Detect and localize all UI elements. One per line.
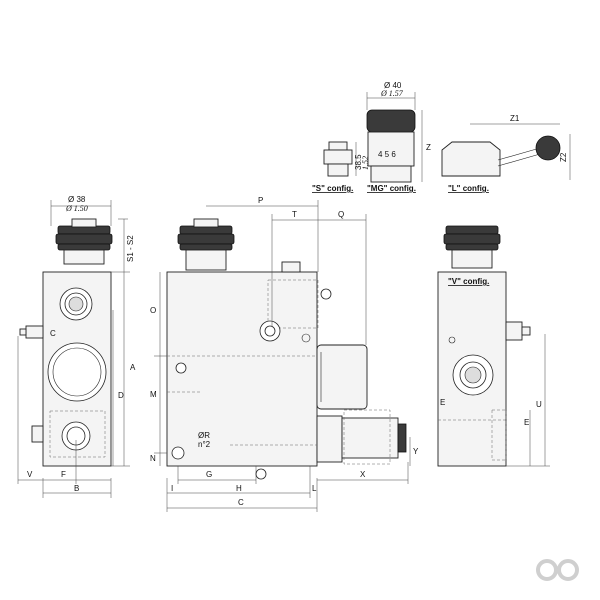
label-a: A [130, 363, 136, 372]
right-side-view [437, 225, 550, 467]
label-scale: 4 5 6 [378, 150, 396, 159]
label-i: I [171, 484, 173, 493]
config-l-part [441, 123, 571, 180]
label-config-s: "S" config. [312, 184, 353, 193]
label-g: G [206, 470, 212, 479]
config-mg-part [366, 92, 423, 183]
label-e-mark: E [440, 398, 445, 407]
label-c-left: C [50, 329, 56, 338]
label-phi40: Ø 40 [384, 81, 402, 90]
label-s1s2: S1 - S2 [126, 235, 135, 262]
label-z1: Z1 [510, 114, 520, 123]
label-or: ØR [198, 431, 210, 440]
label-q: Q [338, 210, 344, 219]
label-m: M [150, 390, 157, 399]
label-z2: Z2 [559, 152, 568, 162]
label-phi38: Ø 38 [68, 195, 86, 204]
label-b: B [74, 484, 79, 493]
label-d: D [118, 391, 124, 400]
label-x: X [360, 470, 366, 479]
label-n: N [150, 454, 156, 463]
label-o: O [150, 306, 156, 315]
label-t: T [292, 210, 297, 219]
label-385: 38.5 [354, 154, 363, 170]
label-u: U [536, 400, 542, 409]
label-config-mg: "MG" config. [367, 184, 416, 193]
label-l: L [312, 484, 317, 493]
label-z: Z [426, 143, 431, 152]
left-side-view [17, 200, 130, 498]
label-config-v: "V" config. [448, 277, 489, 286]
label-152: 1.52 [361, 156, 370, 170]
label-e-right: E [524, 418, 529, 427]
label-phi157: Ø 1.57 [380, 89, 404, 98]
label-f: F [61, 470, 66, 479]
marker-e-circle [175, 362, 187, 374]
marker-c-circle [320, 288, 332, 300]
dimension-labels: Ø 38 Ø 1.50 S1 - S2 A D C V F B P T Q C … [27, 81, 568, 507]
center-front-view [154, 200, 411, 512]
brand-logo [536, 559, 579, 581]
label-n2: n°2 [198, 440, 211, 449]
label-c-bottom: C [238, 498, 244, 507]
label-p: P [258, 196, 263, 205]
label-config-l: "L" config. [448, 184, 489, 193]
label-v: V [27, 470, 33, 479]
label-y: Y [413, 447, 419, 456]
label-h: H [236, 484, 242, 493]
label-phi150: Ø 1.50 [65, 204, 88, 213]
config-s-part [323, 141, 357, 177]
marker-t-circle [255, 468, 267, 480]
